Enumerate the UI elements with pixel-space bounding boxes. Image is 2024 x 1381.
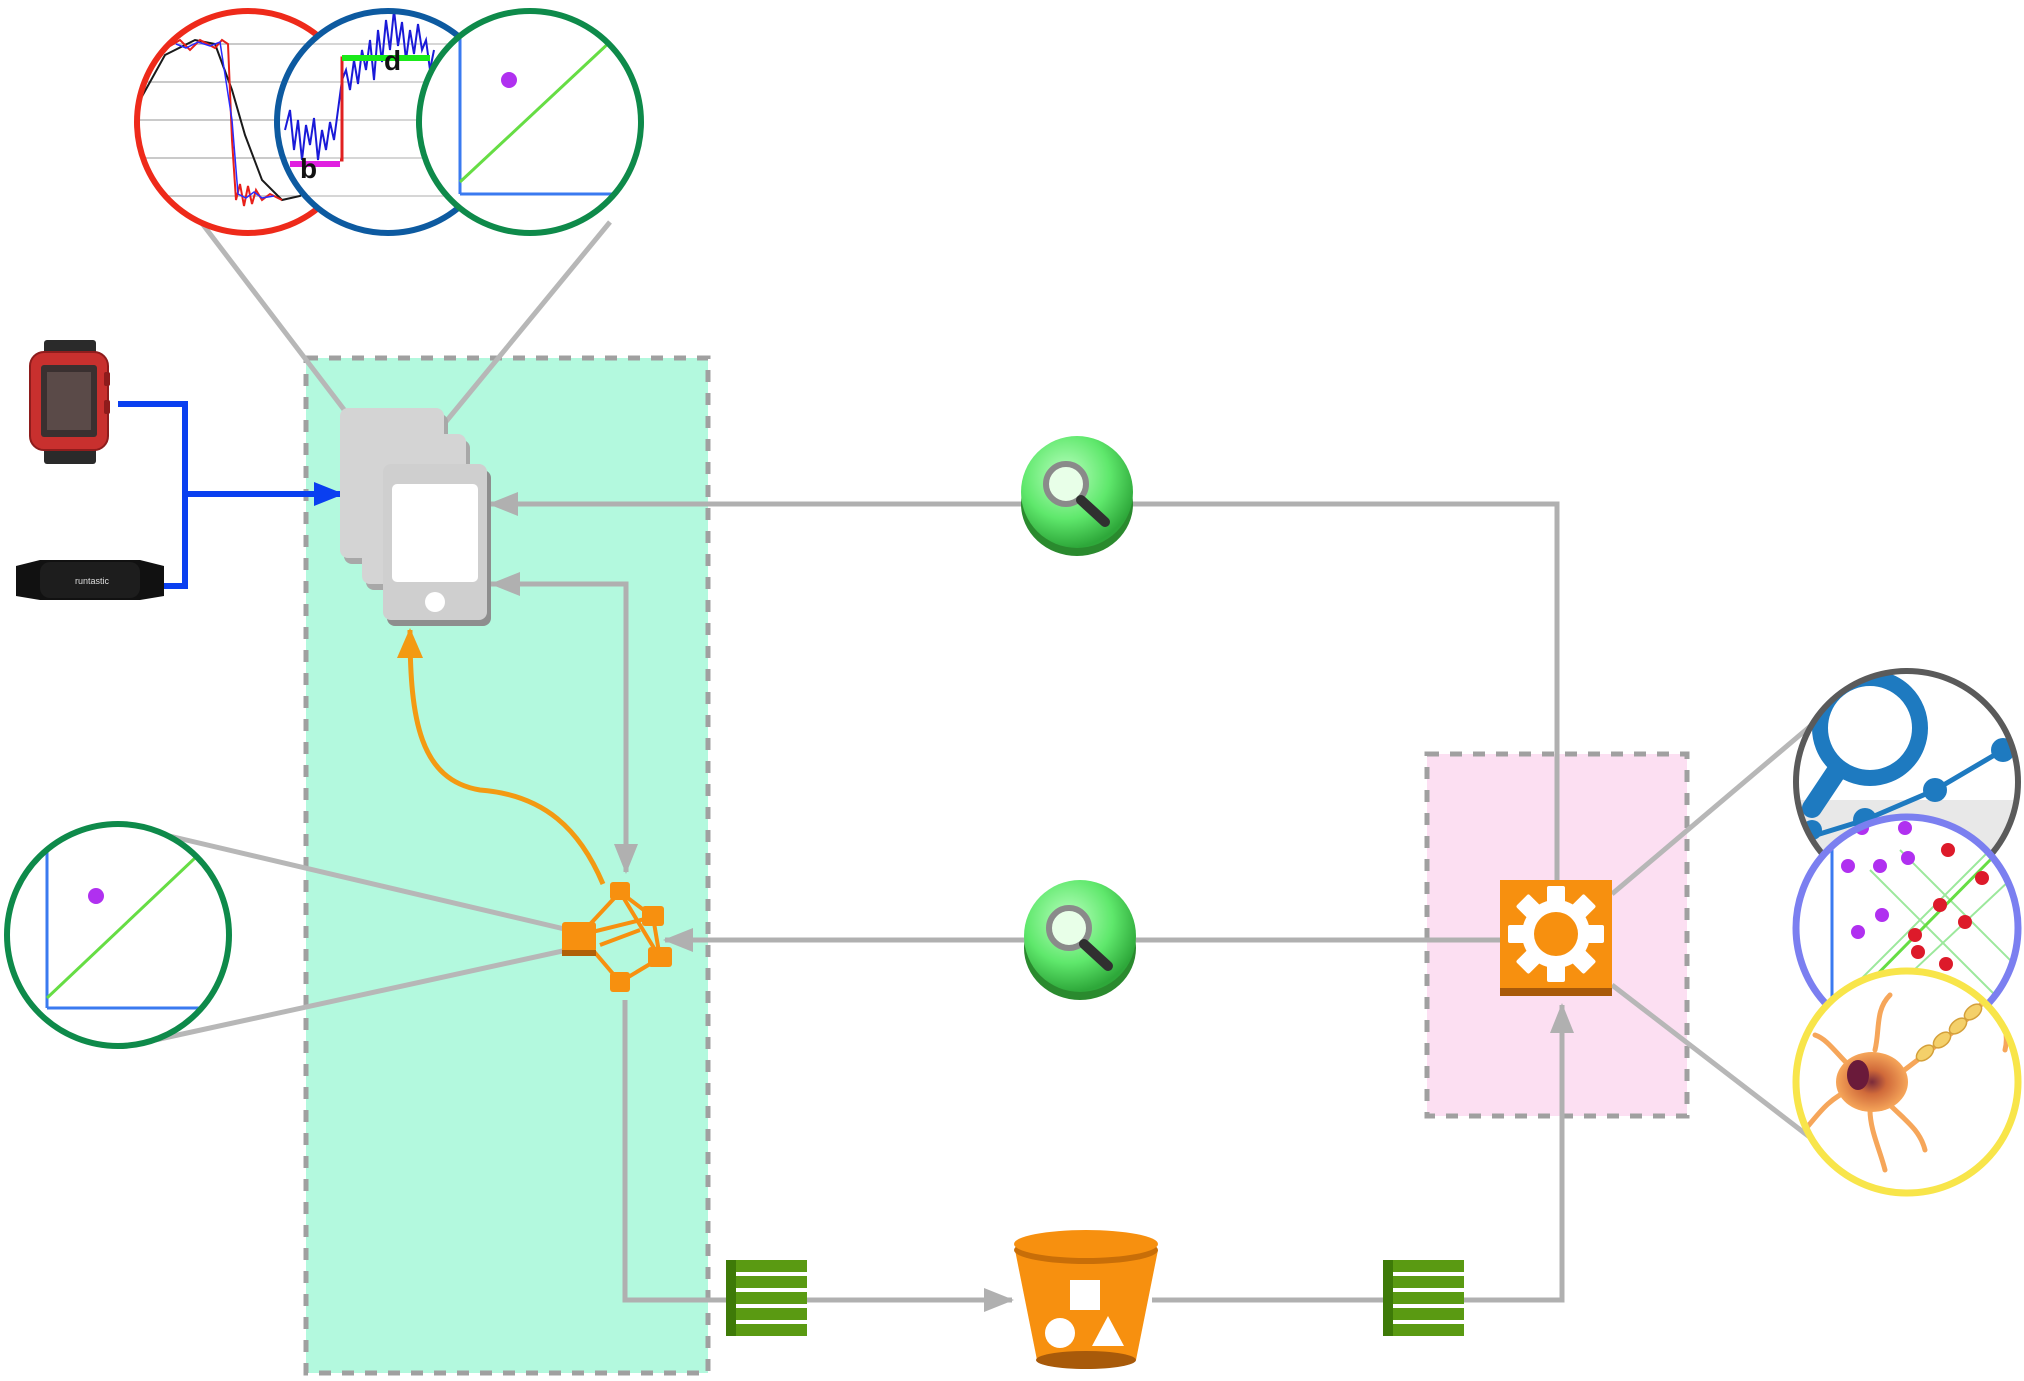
pulse-marker-d: d (384, 45, 401, 76)
heart-strap-brand-label: runtastic (75, 576, 110, 586)
processing-gear-icon (1500, 880, 1612, 996)
data-records-icon (726, 1260, 807, 1336)
data-records-icon (1383, 1260, 1464, 1336)
zoom-lines (154, 220, 1822, 1147)
zoom-neuron (1792, 967, 2022, 1197)
pulse-marker-b: b (300, 153, 317, 184)
search-icon (1024, 880, 1136, 1000)
zoom-classifier-plot (416, 8, 644, 236)
zoom-classifier-plot-left (4, 821, 232, 1049)
arrow-to-device (490, 572, 520, 596)
s3-bucket-icon (1014, 1230, 1158, 1369)
search-icon (1021, 436, 1133, 556)
flow-connectors (488, 492, 1574, 1312)
mobile-devices-icon (340, 408, 491, 626)
heart-rate-strap-icon: runtastic (16, 560, 164, 600)
feedback-arrow (397, 628, 606, 885)
kinesis-nodes (562, 882, 672, 992)
smartwatch-icon (29, 340, 110, 464)
